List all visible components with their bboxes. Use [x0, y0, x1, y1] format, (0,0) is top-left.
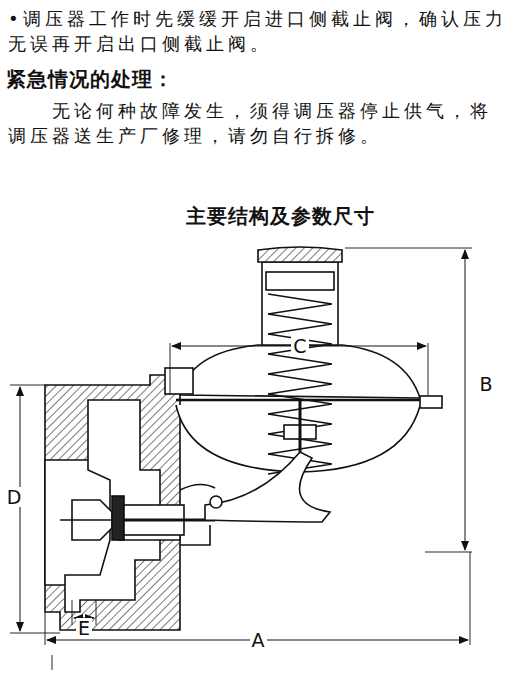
- spring-coil: [268, 314, 332, 334]
- section-title: 主要结构及参数尺寸: [186, 203, 375, 230]
- instruction-note: •调压器工作时先缓缓开启进口侧截止阀，确认压力无误再开启出口侧截止阀。: [8, 6, 508, 56]
- dimension-letter: C: [291, 336, 308, 356]
- dimension-letter: D: [5, 487, 24, 507]
- emergency-note: 无论何种故障发生，须得调压器停止供气，将调压器送生产厂修理，请勿自行拆修。: [8, 98, 508, 148]
- dimension-letter: B: [477, 374, 494, 394]
- spring-coil: [268, 354, 332, 374]
- section-heading: 紧急情况的处理：: [6, 66, 174, 93]
- spring-coil: [268, 374, 332, 394]
- dimension-letter: E: [76, 618, 92, 638]
- spring-coil: [268, 294, 332, 314]
- dimension-letter: A: [250, 630, 267, 650]
